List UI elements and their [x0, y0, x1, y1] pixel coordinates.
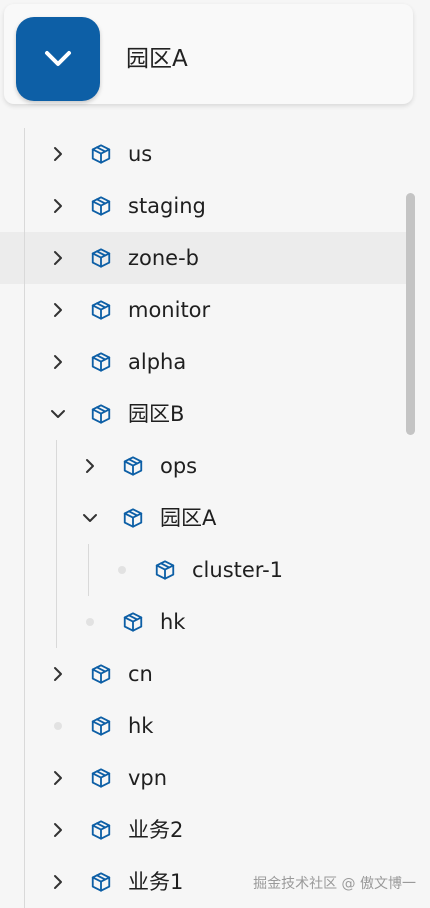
tree-node-label: zone-b [128, 246, 200, 270]
tree-node-label: us [128, 142, 153, 166]
cube-icon [90, 819, 112, 841]
tree-node-label: hk [160, 610, 186, 634]
tree-node[interactable]: 业务2 [0, 804, 410, 856]
chevron-right-icon[interactable] [50, 770, 66, 786]
tree-node[interactable]: hk [0, 596, 410, 648]
tree-node-label: ops [160, 454, 198, 478]
scrollbar-thumb[interactable] [406, 193, 415, 435]
tree-node[interactable]: vpn [0, 752, 410, 804]
chevron-down-icon[interactable] [82, 510, 98, 526]
chevron-right-icon[interactable] [82, 458, 98, 474]
chevron-right-icon[interactable] [50, 822, 66, 838]
tree-node[interactable]: hk [0, 700, 410, 752]
tree-node-label: 园区B [128, 402, 185, 426]
tree-node[interactable]: cn [0, 648, 410, 700]
tree-node-label: staging [128, 194, 206, 218]
cube-icon [90, 403, 112, 425]
chevron-down-icon[interactable] [50, 406, 66, 422]
tree-node[interactable]: ops [0, 440, 410, 492]
cube-icon [90, 767, 112, 789]
cube-icon [90, 351, 112, 373]
cube-icon [90, 715, 112, 737]
tree-node[interactable]: 园区A [0, 492, 410, 544]
chevron-right-icon[interactable] [50, 354, 66, 370]
tree-node[interactable]: staging [0, 180, 410, 232]
leaf-dot-icon [86, 618, 94, 626]
tree-node[interactable]: 园区B [0, 388, 410, 440]
tree-node-label: 业务2 [128, 818, 184, 842]
collapse-button[interactable] [16, 17, 100, 101]
chevron-right-icon[interactable] [50, 198, 66, 214]
leaf-dot-icon [54, 722, 62, 730]
tree-node[interactable]: cluster-1 [0, 544, 410, 596]
tree-node-label: cluster-1 [192, 558, 284, 582]
cube-icon [90, 663, 112, 685]
tree-node[interactable]: zone-b [0, 232, 410, 284]
header-title: 园区A [126, 46, 188, 72]
cube-icon [90, 143, 112, 165]
chevron-right-icon[interactable] [50, 146, 66, 162]
tree-node-label: vpn [128, 766, 168, 790]
cube-icon [90, 195, 112, 217]
tree-node[interactable]: alpha [0, 336, 410, 388]
chevron-right-icon[interactable] [50, 666, 66, 682]
chevron-right-icon[interactable] [50, 250, 66, 266]
header-card: 园区A [4, 4, 413, 104]
tree-node[interactable]: us [0, 128, 410, 180]
cube-icon [90, 871, 112, 893]
tree-node-label: hk [128, 714, 154, 738]
cube-icon [90, 299, 112, 321]
indent-guide [56, 440, 57, 648]
indent-guide [24, 128, 25, 908]
chevron-right-icon[interactable] [50, 302, 66, 318]
tree-node-label: monitor [128, 298, 211, 322]
tree-node-label: 业务1 [128, 870, 184, 894]
watermark: 掘金技术社区 @ 傲文博一 [253, 876, 416, 892]
indent-guide [88, 544, 89, 596]
tree-node-label: 园区A [160, 506, 217, 530]
tree-node-label: alpha [128, 350, 187, 374]
tree-node[interactable]: 业务1 [0, 856, 410, 908]
cube-icon [90, 247, 112, 269]
cube-icon [122, 611, 144, 633]
cube-icon [154, 559, 176, 581]
leaf-dot-icon [118, 566, 126, 574]
chevron-right-icon[interactable] [50, 874, 66, 890]
cube-icon [122, 455, 144, 477]
cube-icon [122, 507, 144, 529]
tree-node-label: cn [128, 662, 153, 686]
chevron-down-icon [45, 51, 71, 66]
tree-node[interactable]: monitor [0, 284, 410, 336]
